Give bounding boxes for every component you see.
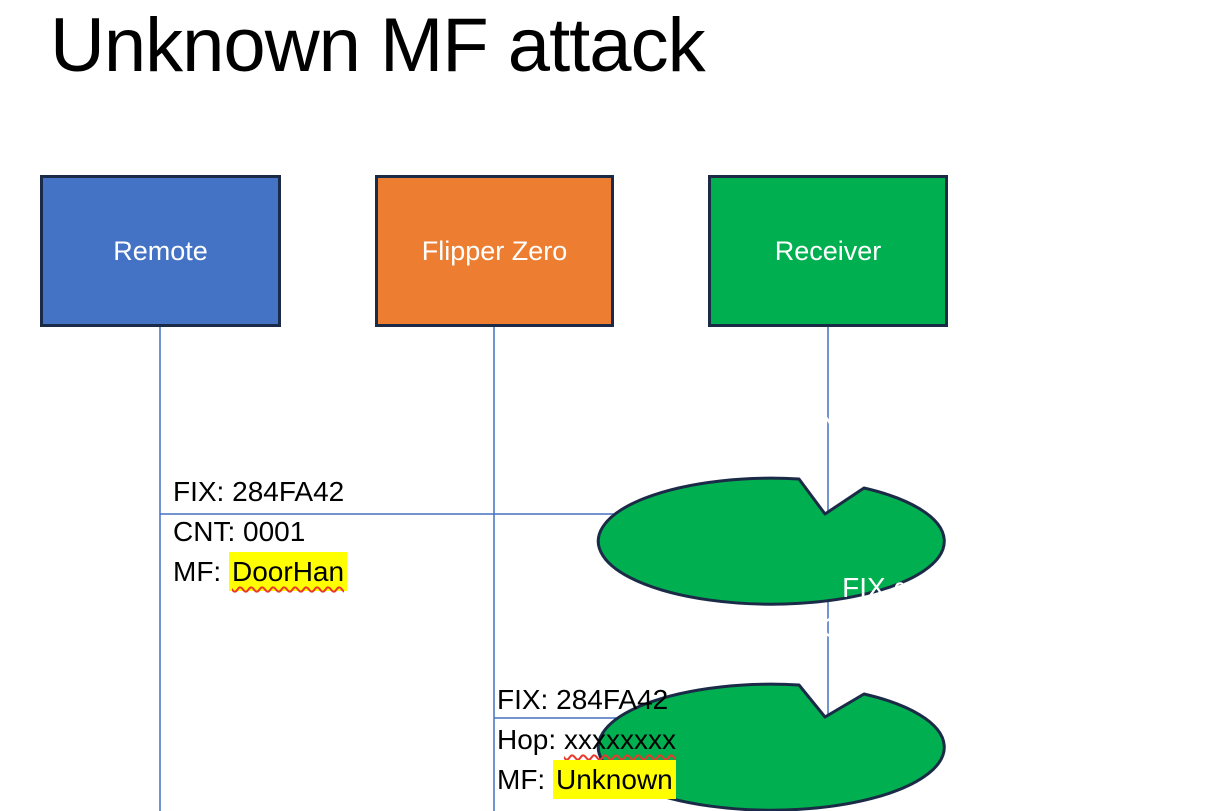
- callout-line: “Opened”: [839, 449, 959, 480]
- callout-line: CNT is ????: [821, 612, 977, 643]
- page-title: Unknown MF attack: [50, 3, 706, 88]
- actor-box-receiver: Receiver: [708, 175, 948, 327]
- message-line-fix: FIX: 284FA42: [173, 476, 345, 507]
- callout-line: CNT 0001 good: [800, 409, 998, 440]
- message-line-mf: MF: DoorHan: [173, 552, 348, 592]
- highlighted-value: DoorHan: [229, 552, 348, 591]
- message-label-prefix: Hop:: [497, 724, 557, 755]
- message-line-cnt: CNT: 0001: [173, 516, 306, 547]
- speech-bubble-1: [596, 476, 946, 606]
- speech-bubble-2: [596, 682, 946, 811]
- speech-bubble-2-text: FIX good CNT is ???? “Opened”: [726, 568, 1072, 688]
- message-label-prefix: MF:: [497, 764, 546, 795]
- callout-line: “Opened”: [839, 652, 959, 683]
- callout-line: FIX good: [842, 369, 956, 400]
- highlighted-value: Unknown: [553, 760, 676, 799]
- message-line-mf: MF: Unknown: [497, 760, 676, 800]
- message-2-labels: FIX: 284FA42 Hop: xxxxxxxx MF: Unknown: [497, 680, 676, 800]
- actor-box-flipper-zero: Flipper Zero: [375, 175, 614, 327]
- message-1-labels: FIX: 284FA42 CNT: 0001 MF: DoorHan: [173, 472, 348, 592]
- speech-bubble-1-text: FIX good CNT 0001 good “Opened”: [726, 365, 1072, 485]
- actor-box-remote: Remote: [40, 175, 281, 327]
- callout-line: FIX good: [842, 572, 956, 603]
- message-label-prefix: MF:: [173, 556, 222, 587]
- actor-label-receiver: Receiver: [774, 235, 882, 266]
- message-line-fix: FIX: 284FA42: [497, 684, 669, 715]
- actor-label-flipper-zero: Flipper Zero: [421, 235, 568, 266]
- actor-label-remote: Remote: [113, 235, 208, 266]
- misspelled-value: xxxxxxxx: [563, 724, 676, 755]
- message-line-hop: Hop: xxxxxxxx: [497, 720, 676, 760]
